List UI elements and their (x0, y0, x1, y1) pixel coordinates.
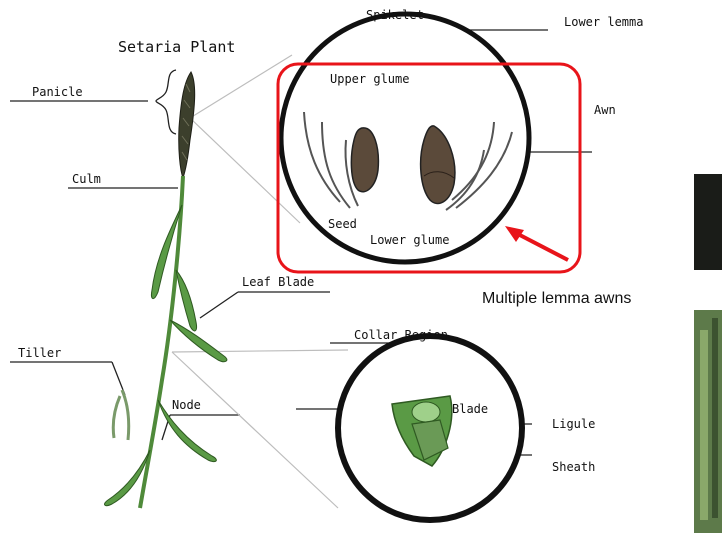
label-sheath: Sheath (552, 460, 595, 474)
photo-top (694, 174, 722, 270)
label-collar-region: Collar Region (354, 328, 448, 342)
leaf-2 (176, 270, 197, 331)
leaf-blade-leader-diag (200, 292, 238, 318)
label-lower-glume: Lower glume (370, 233, 449, 247)
tiller (113, 390, 129, 440)
label-seed: Seed (328, 217, 357, 231)
label-tiller: Tiller (18, 346, 61, 360)
photo-fragments (694, 174, 722, 533)
label-panicle: Panicle (32, 85, 83, 99)
panicle (179, 72, 195, 178)
spikelet-zoom (281, 14, 529, 262)
label-upper-glume: Upper glume (330, 72, 409, 86)
leaf-3 (170, 320, 227, 362)
collar-zoom (338, 336, 522, 520)
label-spikelet: Spikelet (366, 8, 424, 22)
label-node: Node (172, 398, 201, 412)
label-culm: Culm (72, 172, 101, 186)
red-arrow (505, 226, 568, 260)
label-lower-lemma: Lower lemma (564, 15, 643, 29)
panicle-bracket (156, 70, 176, 134)
ligule (412, 402, 440, 422)
label-ligule: Ligule (552, 417, 595, 431)
annotation-multiple-lemma-awns: Multiple lemma awns (482, 292, 631, 306)
label-awn: Awn (594, 103, 616, 117)
upper-glume-seed (351, 128, 378, 192)
plant-title: Setaria Plant (118, 40, 235, 54)
label-blade: Blade (452, 402, 488, 416)
label-leaf-blade: Leaf Blade (242, 275, 314, 289)
